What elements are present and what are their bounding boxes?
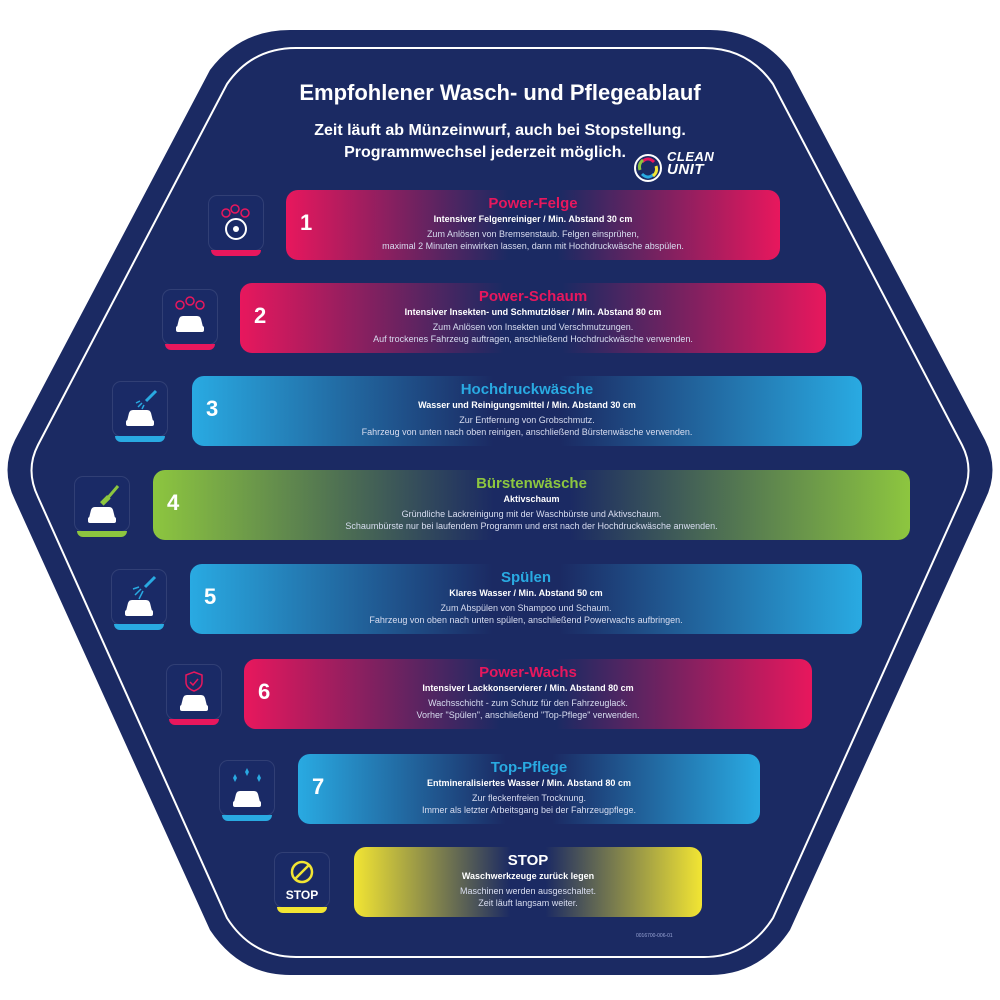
subtitle-line-1: Zeit läuft ab Münzeinwurf, auch bei Stop… <box>314 122 686 139</box>
step-4-title: Bürstenwäsche <box>476 475 587 492</box>
step-6-icon-box <box>166 664 222 725</box>
logo-line-2: UNIT <box>667 161 704 178</box>
step-5-icon-underline <box>114 624 164 630</box>
step-6-desc-1: Wachsschicht - zum Schutz für den Fahrze… <box>428 698 628 708</box>
step-1-icon-box <box>208 195 264 256</box>
step-6-line: Intensiver Lackkonservierer / Min. Absta… <box>422 683 634 693</box>
step-6-icon-underline <box>169 719 219 725</box>
step-5-desc-1: Zum Abspülen von Shampoo und Schaum. <box>440 603 612 613</box>
stop-icon <box>290 860 314 884</box>
step-2-line: Intensiver Insekten- und Schmutzlöser / … <box>404 307 662 317</box>
car-spray-icon <box>126 389 158 426</box>
rim-foam-icon <box>221 204 250 240</box>
step-4-bar: 4 Bürstenwäsche Aktivschaum Gründliche L… <box>153 470 910 540</box>
step-1-line: Intensiver Felgenreiniger / Min. Abstand… <box>433 214 633 224</box>
car-sparkle-icon <box>233 768 261 807</box>
stop-desc-1: Maschinen werden ausgeschaltet. <box>459 886 597 896</box>
step-3-bar: 3 Hochdruckwäsche Wasser und Reinigungsm… <box>192 376 862 446</box>
step-4-number: 4 <box>167 490 180 515</box>
step-6-number: 6 <box>258 679 271 704</box>
step-1-bar: 1 Power-Felge Intensiver Felgenreiniger … <box>286 190 780 260</box>
logo-line-1: CLEAN <box>667 149 715 164</box>
step-3-icon-box <box>112 381 168 442</box>
car-foam-icon <box>175 296 205 332</box>
step-7-line: Entmineralisiertes Wasser / Min. Abstand… <box>427 778 631 788</box>
step-2-content: Power-Schaum Intensiver Insekten- und Sc… <box>240 287 826 345</box>
step-7-icon-box <box>219 760 275 821</box>
step-1-number: 1 <box>300 210 313 235</box>
step-4-icon-box <box>74 476 130 537</box>
step-2-title: Power-Schaum <box>478 288 588 305</box>
clean-unit-logo-icon <box>634 154 662 182</box>
step-7-icon-underline <box>222 815 272 821</box>
subtitle-line-2: Programmwechsel jederzeit möglich. <box>344 144 626 161</box>
step-4-icon-underline <box>77 531 127 537</box>
car-rinse-icon <box>125 575 157 616</box>
step-7-number: 7 <box>312 774 325 799</box>
car-brush-icon <box>88 485 120 523</box>
stop-bar: STOP Waschwerkzeuge zurück legen Maschin… <box>354 847 702 917</box>
step-5-line: Klares Wasser / Min. Abstand 50 cm <box>449 588 603 598</box>
subtitle: Zeit läuft ab Münzeinwurf, auch bei Stop… <box>0 120 1000 164</box>
step-5-number: 5 <box>204 584 217 609</box>
stop-icon-underline <box>277 907 327 913</box>
stop-icon-box: STOP <box>274 852 330 913</box>
step-2-number: 2 <box>254 303 267 328</box>
step-4-desc-2: Schaumbürste nur bei laufendem Programm … <box>345 521 718 531</box>
step-6-content: Power-Wachs Intensiver Lackkonservierer … <box>244 663 812 721</box>
step-2-icon-underline <box>165 344 215 350</box>
step-7-desc-1: Zur fleckenfreien Trocknung. <box>471 793 587 803</box>
step-1-content: Power-Felge Intensiver Felgenreiniger / … <box>286 194 780 252</box>
car-shield-icon <box>180 671 208 711</box>
footer-code: 0016700-006-01 <box>636 933 673 939</box>
step-5-icon-box <box>111 569 167 630</box>
step-2-icon-box <box>162 289 218 350</box>
step-6-title: Power-Wachs <box>479 664 577 681</box>
step-3-content: Hochdruckwäsche Wasser und Reinigungsmit… <box>192 380 862 438</box>
step-2-desc-1: Zum Anlösen von Insekten und Verschmutzu… <box>432 322 634 332</box>
step-7-bar: 7 Top-Pflege Entmineralisiertes Wasser /… <box>298 754 760 824</box>
step-3-desc-2: Fahrzeug von unten nach oben reinigen, a… <box>361 427 693 437</box>
logo-text: CLEAN UNIT <box>667 149 715 178</box>
step-3-desc-1: Zur Entfernung von Grobschmutz. <box>459 415 595 425</box>
stop-desc-2: Zeit läuft langsam weiter. <box>478 898 578 908</box>
step-5-title: Spülen <box>500 569 551 586</box>
step-1-title: Power-Felge <box>488 195 578 212</box>
stop-icon-label: STOP <box>285 888 319 902</box>
step-7-title: Top-Pflege <box>490 759 568 776</box>
step-1-icon-underline <box>211 250 261 256</box>
step-1-desc-2: maximal 2 Minuten einwirken lassen, dann… <box>382 241 684 251</box>
stop-title: STOP <box>507 852 549 869</box>
step-7-content: Top-Pflege Entmineralisiertes Wasser / M… <box>298 758 760 816</box>
step-2-bar: 2 Power-Schaum Intensiver Insekten- und … <box>240 283 826 353</box>
step-4-content: Bürstenwäsche Aktivschaum Gründliche Lac… <box>153 474 910 532</box>
step-7-desc-2: Immer als letzter Arbeitsgang bei der Fa… <box>421 805 637 815</box>
step-4-desc-1: Gründliche Lackreinigung mit der Waschbü… <box>401 509 662 519</box>
step-4-line: Aktivschaum <box>503 494 560 504</box>
step-5-bar: 5 Spülen Klares Wasser / Min. Abstand 50… <box>190 564 862 634</box>
step-2-desc-2: Auf trockenes Fahrzeug auftragen, anschl… <box>373 334 693 344</box>
step-6-desc-2: Vorher "Spülen", anschließend "Top-Pfleg… <box>416 710 640 720</box>
step-3-icon-underline <box>115 436 165 442</box>
step-5-content: Spülen Klares Wasser / Min. Abstand 50 c… <box>190 568 862 626</box>
page-title: Empfohlener Wasch- und Pflegeablauf <box>299 80 701 105</box>
step-1-desc-1: Zum Anlösen von Bremsenstaub. Felgen ein… <box>426 229 640 239</box>
stop-content: STOP Waschwerkzeuge zurück legen Maschin… <box>354 851 702 909</box>
step-3-number: 3 <box>206 396 219 421</box>
step-5-desc-2: Fahrzeug von oben nach unten spülen, ans… <box>369 615 683 625</box>
step-3-line: Wasser und Reinigungsmittel / Min. Absta… <box>418 400 636 410</box>
stop-line: Waschwerkzeuge zurück legen <box>461 871 595 881</box>
step-6-bar: 6 Power-Wachs Intensiver Lackkonserviere… <box>244 659 812 729</box>
step-3-title: Hochdruckwäsche <box>460 381 594 398</box>
